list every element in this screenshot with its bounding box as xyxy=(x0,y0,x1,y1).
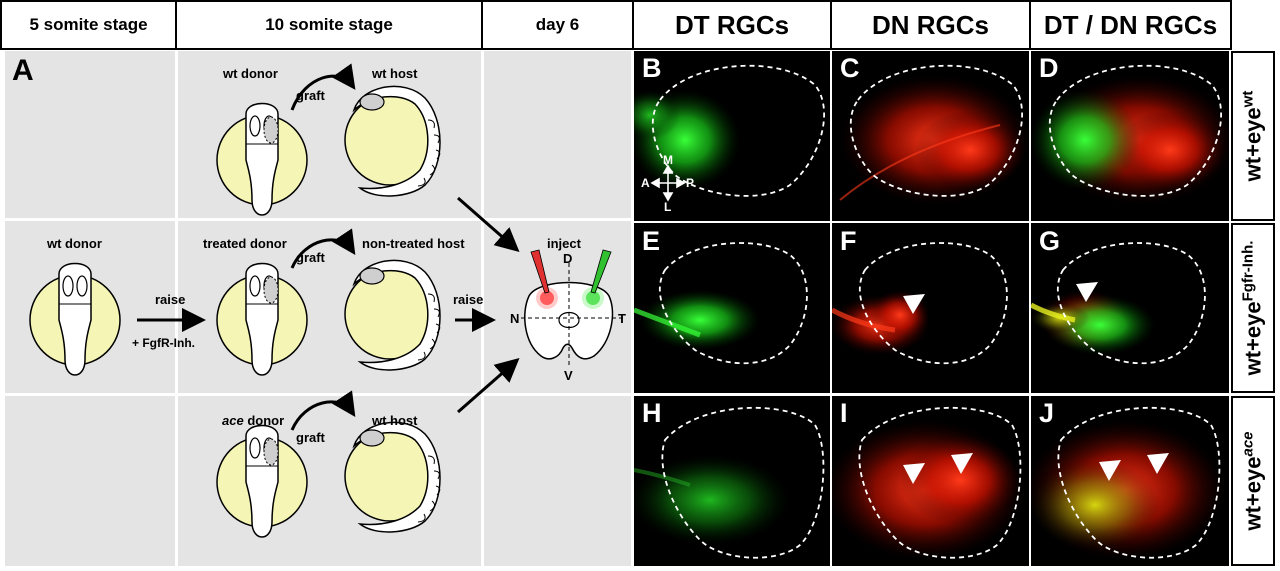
outline-h xyxy=(661,406,825,559)
panel-g-signal xyxy=(1031,290,1155,355)
axis-d-label: D xyxy=(563,251,573,266)
panel-e-signal xyxy=(634,290,760,350)
header-day6: day 6 xyxy=(481,0,634,50)
panel-letter-b: B xyxy=(642,53,662,83)
row1-graft-arrow xyxy=(290,63,356,111)
panel-letter-h: H xyxy=(642,398,662,428)
outline-d xyxy=(1048,64,1222,197)
arrowhead-f xyxy=(903,294,925,314)
panel-letter-c: C xyxy=(840,53,860,83)
panel-letter-g: G xyxy=(1039,226,1061,256)
panel-letter-e: E xyxy=(642,226,661,256)
outline-g xyxy=(1057,242,1206,365)
panel-d-signal xyxy=(1031,75,1229,205)
arrow-to-inject-bottom xyxy=(457,358,520,414)
header-5-somite-text: 5 somite stage xyxy=(29,15,148,34)
row3-graft-arrow xyxy=(290,390,356,431)
outline-c xyxy=(849,64,1023,197)
axis-n-label: N xyxy=(510,311,520,326)
schematic-drawings xyxy=(29,63,624,571)
row-label-fgfr-sup: Fgfr-Inh. xyxy=(1239,240,1257,302)
grid-line-h1 xyxy=(5,218,631,221)
arrowhead-i-1 xyxy=(903,463,925,484)
compass-l: L xyxy=(664,200,672,214)
header-dn-text: DN RGCs xyxy=(871,9,989,40)
row3-graft-label: graft xyxy=(296,430,325,445)
row1-graft-label: graft xyxy=(296,88,325,103)
row-label-ace-sup: ace xyxy=(1239,431,1257,457)
header-5-somite: 5 somite stage xyxy=(0,0,177,50)
panel-letter-i: I xyxy=(840,398,848,428)
panel-j-signal xyxy=(1031,420,1225,560)
row2-graft-label: graft xyxy=(296,250,325,265)
header-10-somite: 10 somite stage xyxy=(175,0,483,50)
row3-donor-label: ace donor xyxy=(222,413,284,428)
panel-i-signal xyxy=(832,420,1025,560)
panel-h-signal xyxy=(634,455,790,545)
row-label-fgfr-base: wt+eye xyxy=(1240,301,1266,376)
row3-donor-rest: donor xyxy=(243,413,285,428)
row2-treated-donor-label: treated donor xyxy=(203,236,287,251)
header-dtdn-rgcs: DT / DN RGCs xyxy=(1029,0,1232,50)
row3-host-label: wt host xyxy=(372,413,418,428)
outline-e xyxy=(659,242,808,365)
axis-t-label: T xyxy=(618,311,626,326)
panel-c-signal xyxy=(839,75,1029,205)
row2-host-label: non-treated host xyxy=(362,236,465,251)
row1-host-label: wt host xyxy=(372,66,418,81)
outline-f xyxy=(859,242,1008,365)
panel-letter-a: A xyxy=(12,54,34,87)
header-10-somite-text: 10 somite stage xyxy=(265,15,393,34)
header-dt-text: DT RGCs xyxy=(674,9,790,40)
panel-letter-d: D xyxy=(1039,53,1059,83)
grid-line-v1 xyxy=(175,51,178,566)
panel-b-signal xyxy=(634,90,740,190)
arrowhead-j-1 xyxy=(1099,460,1121,481)
row1-donor-label: wt donor xyxy=(223,66,278,81)
row-label-fgfr: wt+eyeFgfr-Inh. xyxy=(1231,223,1275,393)
row-label-wt-base: wt+eye xyxy=(1240,107,1266,182)
outline-j xyxy=(1057,406,1221,559)
compass-m: M xyxy=(663,153,673,167)
row2-graft-arrow xyxy=(290,228,356,269)
inject-label: inject xyxy=(547,236,581,251)
axis-v-label: V xyxy=(564,368,573,383)
row-label-wt: wt+eyewt xyxy=(1231,51,1275,221)
row-label-wt-sup: wt xyxy=(1239,90,1257,108)
grid-line-h2 xyxy=(5,393,631,396)
header-dtdn-text: DT / DN RGCs xyxy=(1043,9,1218,40)
panel-letter-f: F xyxy=(840,226,857,256)
row-label-ace: wt+eyeace xyxy=(1231,396,1275,566)
compass-a: A xyxy=(641,176,650,190)
header-dt-rgcs: DT RGCs xyxy=(632,0,832,50)
row2-raise1-label: raise xyxy=(155,292,186,307)
injection-eye xyxy=(521,249,624,368)
arrowhead-i-2 xyxy=(951,453,973,474)
arrow-to-inject-top xyxy=(457,196,520,252)
row2-raise2-label: raise xyxy=(453,292,484,307)
panel-letter-j: J xyxy=(1039,398,1055,428)
row-label-ace-base: wt+eye xyxy=(1240,456,1266,531)
header-day6-text: day 6 xyxy=(535,15,580,34)
arrowhead-g xyxy=(1076,282,1098,302)
row2-inhibitor-label: + FgfR-Inh. xyxy=(132,336,195,350)
compass-arrows xyxy=(650,164,686,202)
compass-p: P xyxy=(686,176,695,190)
row2-wt-donor-label: wt donor xyxy=(47,236,102,251)
arrowhead-j-2 xyxy=(1147,453,1169,474)
outline-b xyxy=(651,64,825,197)
outline-i xyxy=(858,406,1022,559)
row3-donor-italic: ace xyxy=(222,413,244,428)
